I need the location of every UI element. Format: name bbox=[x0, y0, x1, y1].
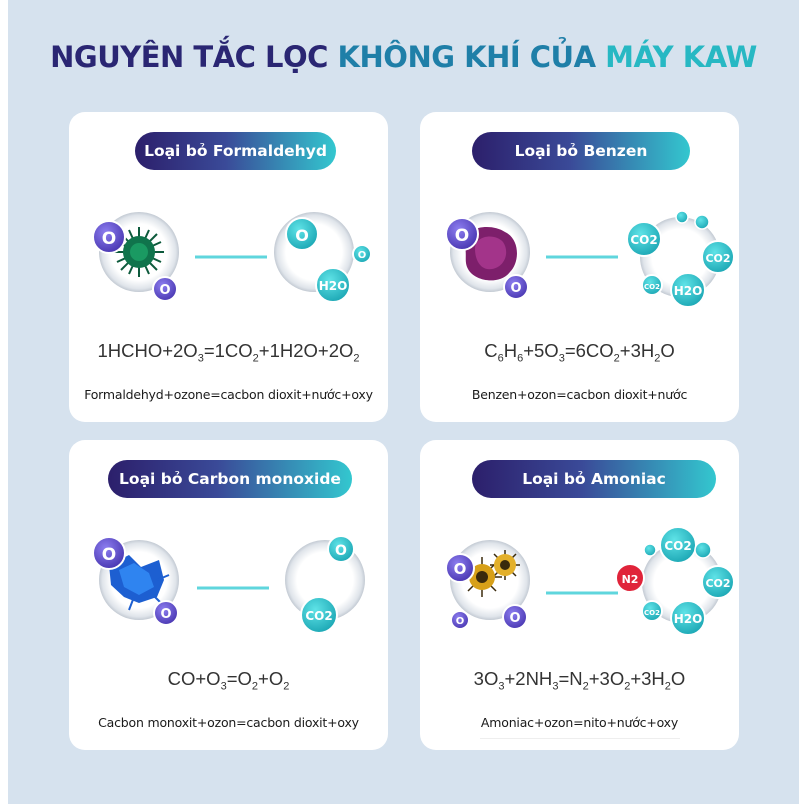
svg-text:CO2: CO2 bbox=[705, 252, 730, 265]
svg-text:H2O: H2O bbox=[319, 279, 348, 293]
svg-text:H2O: H2O bbox=[674, 284, 703, 298]
product-bubble-icon: O O H2O bbox=[274, 212, 372, 303]
svg-text:O: O bbox=[159, 283, 170, 298]
svg-text:O: O bbox=[358, 250, 367, 261]
product-bubble-icon: N2 CO2 CO2 CO2 H2O bbox=[615, 526, 735, 635]
card-label-carbon-monoxide: Loại bỏ Carbon monoxide bbox=[108, 460, 352, 498]
svg-text:CO2: CO2 bbox=[705, 577, 730, 590]
card-label-benzene: Loại bỏ Benzen bbox=[472, 132, 690, 170]
chemical-equation: CO+O3=O2+O2 bbox=[167, 668, 290, 693]
svg-text:CO2: CO2 bbox=[630, 233, 657, 247]
svg-text:O: O bbox=[160, 607, 171, 622]
reaction-description: Benzen+ozon=cacbon dioxit+nước bbox=[471, 387, 688, 402]
reaction-description: Cacbon monoxit+ozon=cacbon dioxit+oxy bbox=[98, 715, 359, 730]
benzene-reaction-illustration: O O CO2 CO2 CO2 H2O bbox=[445, 210, 735, 307]
ammonia-reaction-illustration: O O O N2 CO2 CO2 CO2 H2O bbox=[445, 526, 735, 635]
card-label-formaldehyde: Loại bỏ Formaldehyd bbox=[135, 132, 336, 170]
svg-text:O: O bbox=[455, 226, 469, 246]
product-bubble-icon: O CO2 bbox=[285, 535, 365, 634]
svg-text:O: O bbox=[456, 616, 465, 627]
carbon-monoxide-reaction-illustration: O O O CO2 bbox=[92, 535, 365, 634]
formaldehyde-molecule-icon bbox=[99, 212, 179, 292]
chemical-equation: 3O3+2NH3=N2+3O2+3H2O bbox=[473, 668, 686, 693]
ozone-molecule-icon: O O bbox=[445, 217, 529, 300]
svg-text:O: O bbox=[335, 543, 347, 559]
svg-text:O: O bbox=[102, 229, 116, 249]
page-title: NGUYÊN TẮC LỌC KHÔNG KHÍ CỦA MÁY KAW bbox=[50, 40, 757, 74]
svg-text:N2: N2 bbox=[622, 573, 639, 586]
svg-text:O: O bbox=[509, 611, 520, 626]
svg-text:CO2: CO2 bbox=[305, 609, 332, 623]
ozone-molecule-icon: O O bbox=[92, 220, 178, 302]
card-label-ammonia: Loại bỏ Amoniac bbox=[472, 460, 716, 498]
reaction-description: Amoniac+ozon=nito+nước+oxy bbox=[480, 715, 679, 730]
svg-text:CO2: CO2 bbox=[644, 609, 660, 617]
divider bbox=[480, 738, 680, 739]
svg-text:O: O bbox=[102, 545, 116, 565]
formaldehyde-reaction-illustration: O O O O H2O bbox=[92, 212, 372, 303]
svg-text:H2O: H2O bbox=[674, 612, 703, 626]
svg-text:O: O bbox=[510, 281, 521, 296]
svg-text:O: O bbox=[454, 560, 467, 578]
svg-text:CO2: CO2 bbox=[664, 539, 691, 553]
reaction-description: Formaldehyd+ozone=cacbon dioxit+nước+oxy bbox=[84, 387, 373, 402]
ozone-molecule-icon: O O O bbox=[445, 553, 528, 630]
svg-text:O: O bbox=[295, 226, 309, 245]
product-bubble-icon: CO2 CO2 CO2 H2O bbox=[626, 210, 735, 307]
card-benzene: Loại bỏ Benzen O O CO2 CO2 CO2 H2O C6 bbox=[420, 112, 739, 422]
ozone-molecule-icon: O O bbox=[92, 536, 179, 626]
card-carbon-monoxide: Loại bỏ Carbon monoxide O O O CO2 CO+O3=… bbox=[69, 440, 388, 750]
chemical-equation: 1HCHO+2O3=1CO2+1H2O+2O2 bbox=[97, 340, 360, 365]
svg-text:CO2: CO2 bbox=[644, 283, 660, 291]
card-formaldehyde: Loại bỏ Formaldehyd O O O O bbox=[69, 112, 388, 422]
card-ammonia: Loại bỏ Amoniac O O O N2 bbox=[420, 440, 739, 750]
chemical-equation: C6H6+5O3=6CO2+3H2O bbox=[484, 340, 675, 365]
